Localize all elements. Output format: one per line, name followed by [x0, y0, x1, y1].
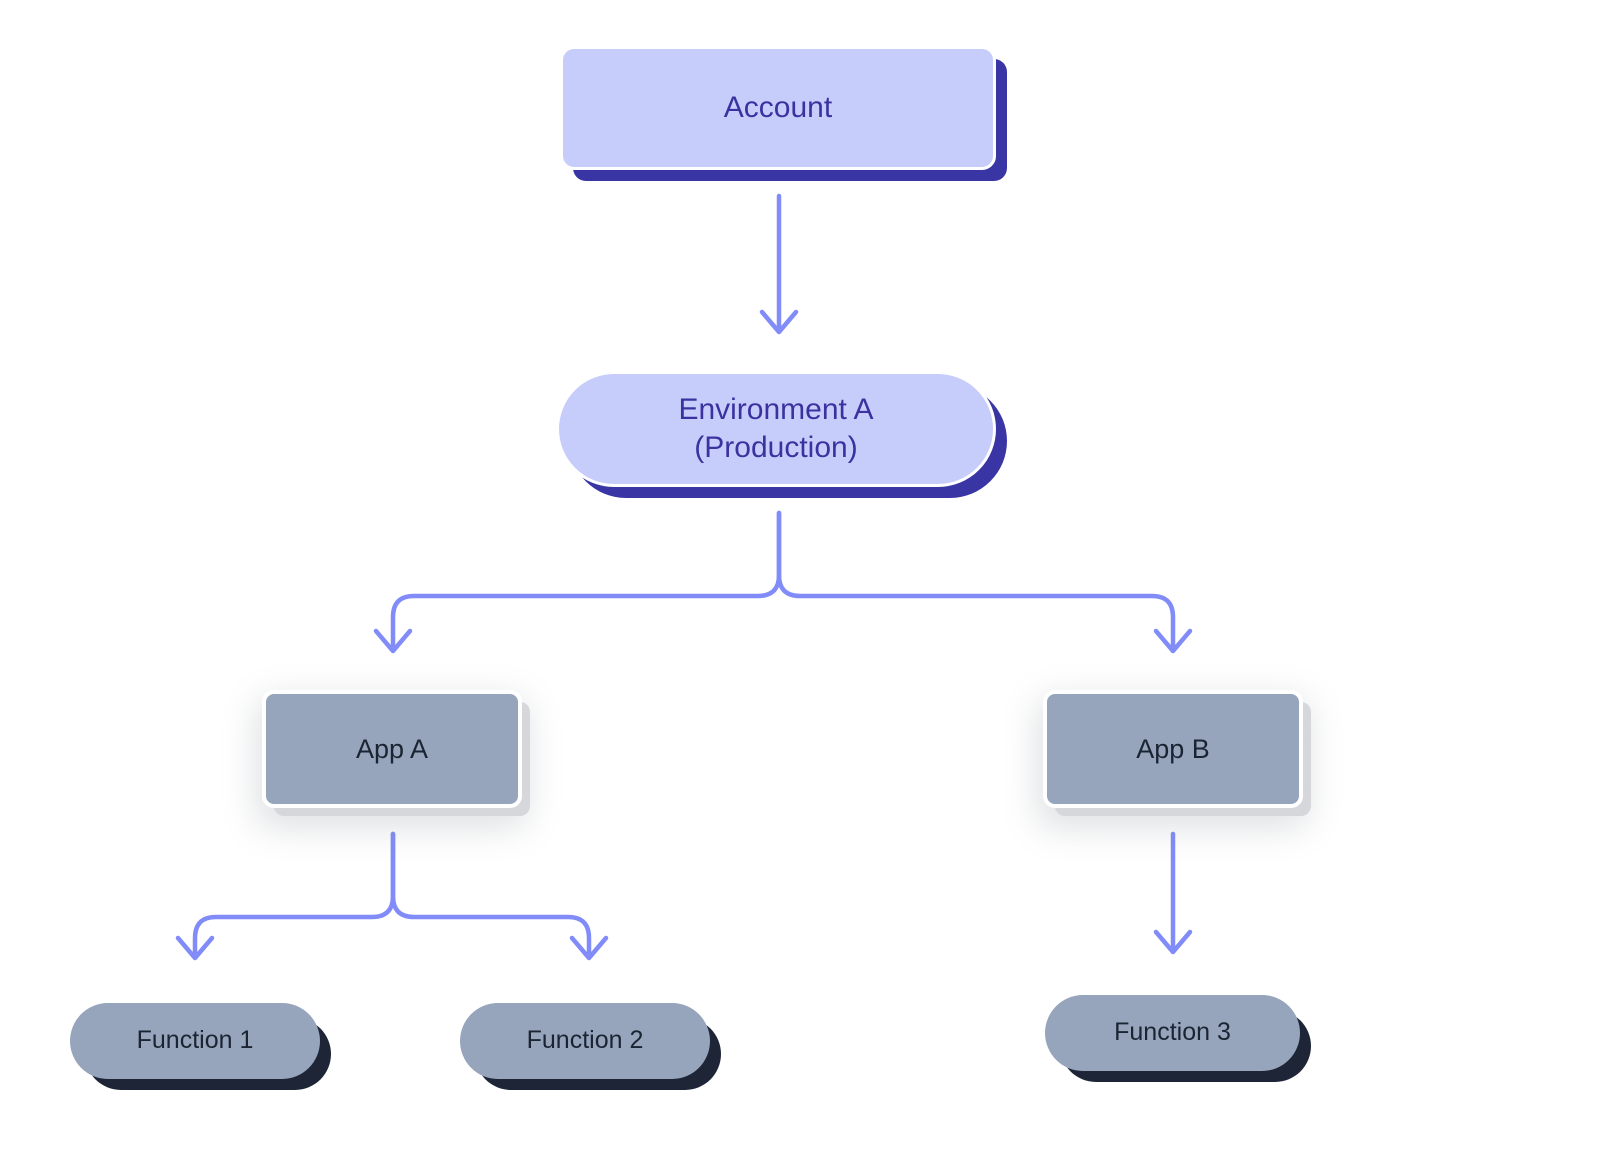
edge-app-a-to-function-1	[175, 831, 396, 961]
edge-environment-a-to-app-a	[373, 510, 782, 654]
edge-account-to-environment-a	[759, 193, 799, 335]
node-app-b[interactable]: App B	[1043, 690, 1303, 808]
edge-app-b-to-function-3	[1153, 831, 1193, 955]
node-app-a[interactable]: App A	[262, 690, 522, 808]
node-function-1[interactable]: Function 1	[70, 1003, 320, 1079]
node-account[interactable]: Account	[560, 46, 996, 170]
node-environment-a[interactable]: Environment A (Production)	[556, 371, 996, 487]
node-function-3[interactable]: Function 3	[1045, 995, 1300, 1071]
edge-environment-a-to-app-b	[776, 510, 1193, 654]
node-function-2[interactable]: Function 2	[460, 1003, 710, 1079]
edge-app-a-to-function-2	[390, 831, 609, 961]
